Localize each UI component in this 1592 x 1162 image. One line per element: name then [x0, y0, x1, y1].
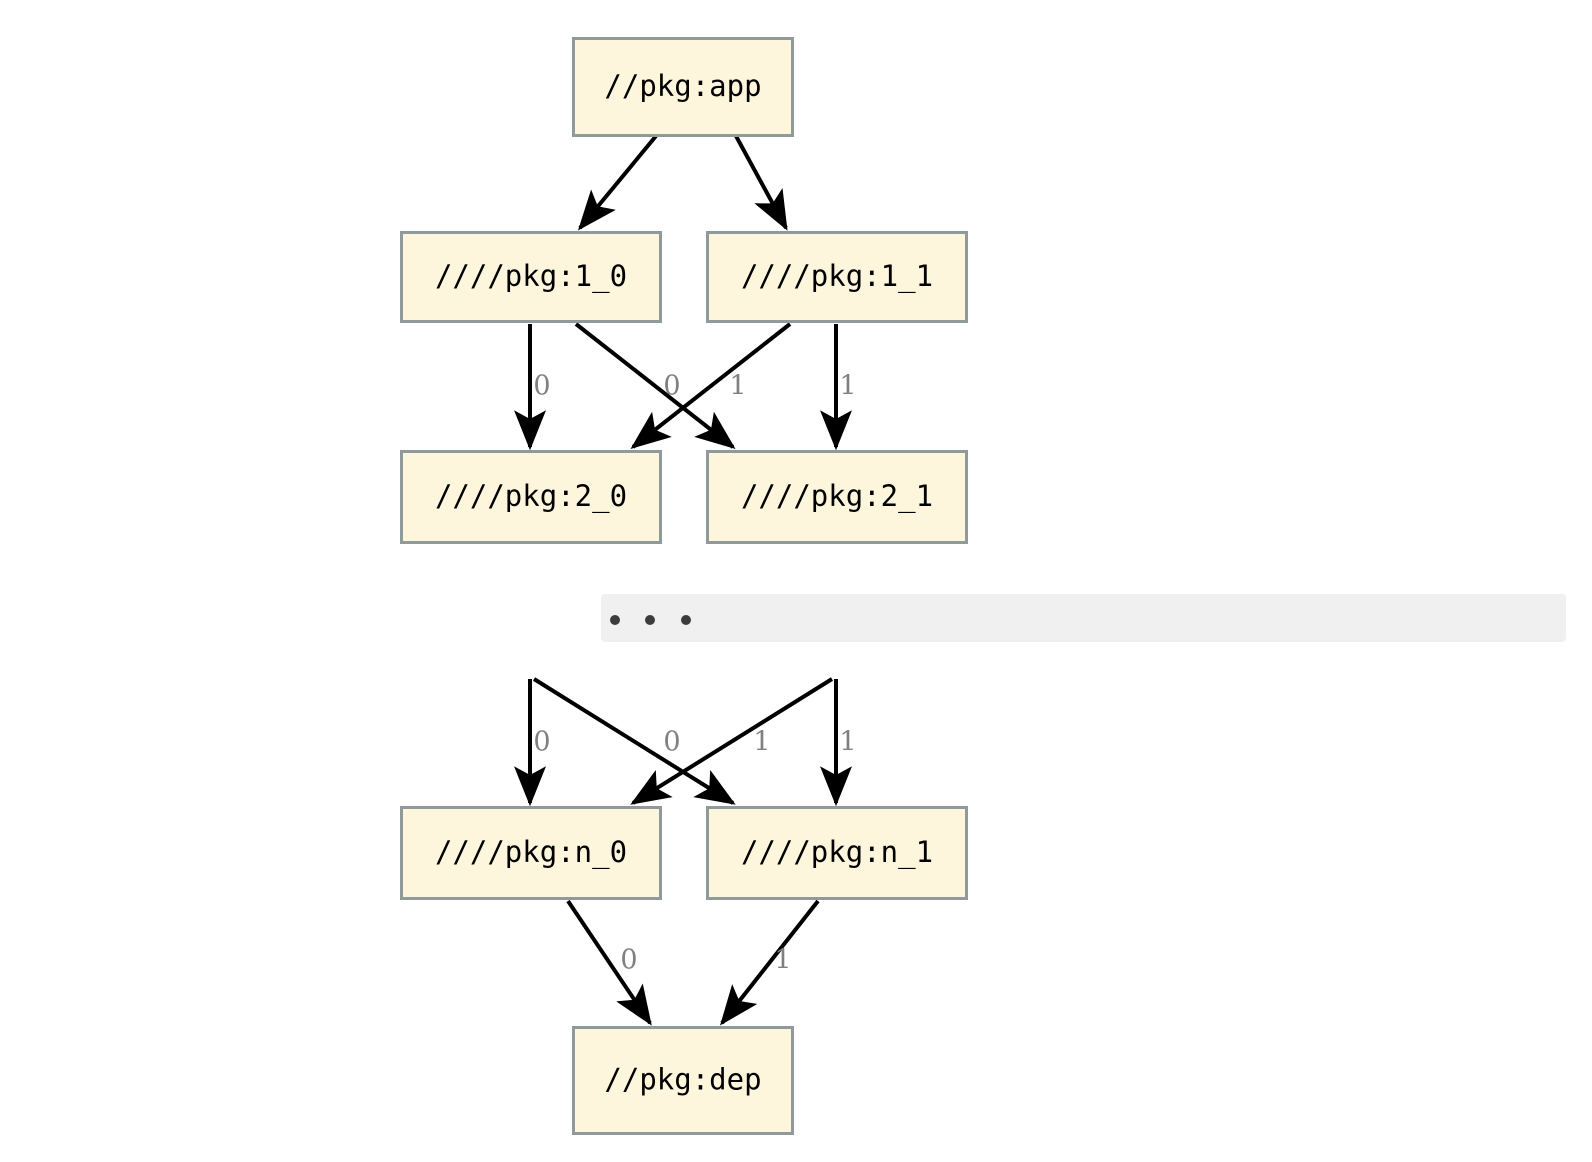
edge-label-n1_1-to-n2_1: 1: [839, 371, 856, 402]
edge-label-hid0-to-nn_1: 1: [753, 727, 770, 758]
edge-label-n1_0-to-n2_1: 1: [729, 371, 746, 402]
node-box-n1_1[interactable]: [706, 231, 968, 323]
edge-label-n1_1-to-n2_0: 0: [663, 371, 680, 402]
node-n2_1[interactable]: ////pkg:2_1: [706, 450, 968, 544]
nodes-group: //pkg:app ////pkg:1_0 ////pkg:1_1 ////pkg:2…: [400, 37, 968, 1135]
edge-n1_1-to-n2_0: [630, 322, 792, 449]
edge-label-nn_0-to-dep: 0: [620, 945, 637, 976]
node-app[interactable]: //pkg:app: [572, 37, 794, 137]
node-box-app[interactable]: [572, 37, 794, 137]
node-box-n2_1[interactable]: [706, 450, 968, 544]
ellipsis-dot-0: [610, 615, 620, 625]
node-nn_1[interactable]: ////pkg:n_1: [706, 806, 968, 900]
node-label-n2_1: ////pkg:2_1: [741, 479, 933, 514]
node-box-dep[interactable]: [572, 1026, 794, 1135]
node-n1_0[interactable]: ////pkg:1_0: [400, 231, 662, 323]
node-n1_1[interactable]: ////pkg:1_1: [706, 231, 968, 323]
node-box-nn_1[interactable]: [706, 806, 968, 900]
collapsed-levels-indicator: [601, 594, 1566, 642]
edge-labels-group: 0 1 0 1 0 1 0 1 0 1: [533, 371, 856, 976]
node-label-nn_0: ////pkg:n_0: [435, 835, 627, 870]
ellipsis-band-group: [601, 594, 1566, 642]
edge-hid0-to-nn_1: [532, 677, 736, 805]
edge-label-hid0-to-nn_0: 0: [533, 727, 550, 758]
edge-nn_1-to-dep: [720, 899, 820, 1026]
ellipsis-dot-2: [681, 615, 691, 625]
edge-label-hid1-to-nn_0: 0: [663, 727, 680, 758]
node-label-nn_1: ////pkg:n_1: [741, 835, 933, 870]
edge-label-nn_1-to-dep: 1: [774, 945, 791, 976]
ellipsis-dot-1: [645, 615, 655, 625]
node-box-nn_0[interactable]: [400, 806, 662, 900]
node-box-n2_0[interactable]: [400, 450, 662, 544]
edge-label-hid1-to-nn_1: 1: [839, 727, 856, 758]
node-label-app: //pkg:app: [604, 69, 761, 103]
edges-group: [514, 134, 852, 1026]
edge-app-to-n1_1: [734, 135, 788, 231]
node-nn_0[interactable]: ////pkg:n_0: [400, 806, 662, 900]
node-label-n1_0: ////pkg:1_0: [435, 259, 627, 294]
edge-hid1-to-nn_0: [630, 677, 834, 805]
edge-app-to-n1_0: [577, 134, 658, 231]
node-label-n1_1: ////pkg:1_1: [741, 259, 933, 294]
node-dep[interactable]: //pkg:dep: [572, 1026, 794, 1135]
node-label-dep: //pkg:dep: [604, 1063, 761, 1097]
node-box-n1_0[interactable]: [400, 231, 662, 323]
node-label-n2_0: ////pkg:2_0: [435, 479, 627, 514]
edge-nn_0-to-dep: [566, 899, 652, 1026]
node-n2_0[interactable]: ////pkg:2_0: [400, 450, 662, 544]
edge-label-n1_0-to-n2_0: 0: [533, 371, 550, 402]
edge-n1_0-to-n2_1: [574, 322, 736, 449]
